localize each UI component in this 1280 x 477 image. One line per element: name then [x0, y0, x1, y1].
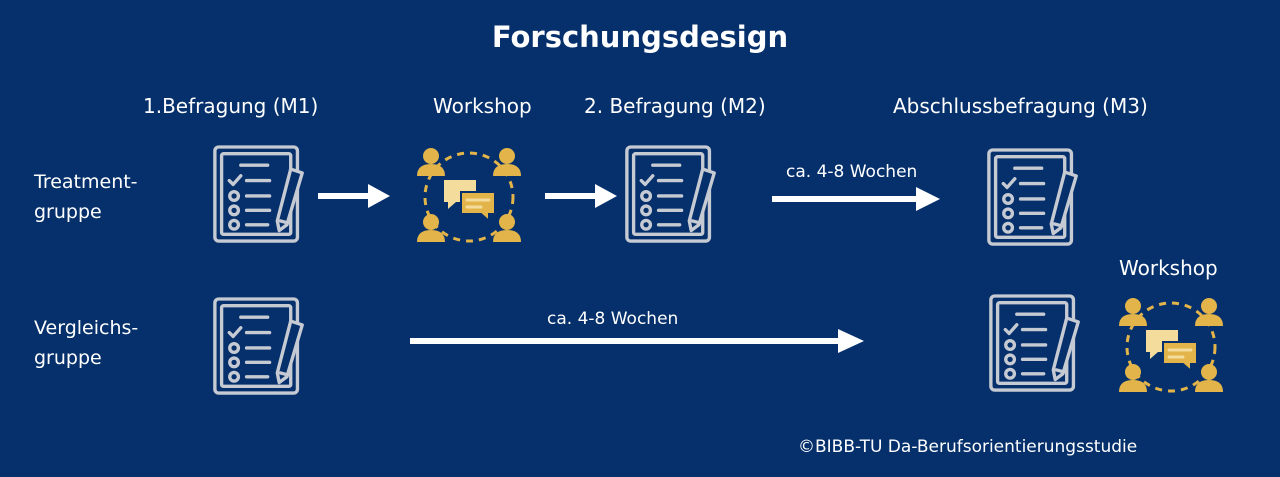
row-label-comparison-line1: Vergleichs-: [34, 317, 139, 339]
column-label-m1: 1.Befragung (M1): [143, 94, 319, 118]
duration-label-comparison: ca. 4-8 Wochen: [547, 309, 679, 329]
copyright-notice: ©BIBB-TU Da-Berufsorientierungsstudie: [798, 437, 1138, 457]
long-arrow-icon: [410, 329, 864, 353]
survey-m3-comparison-icon: [988, 292, 1084, 396]
row-label-treatment-line1: Treatment-: [34, 171, 138, 193]
workshop-comparison-icon: [1110, 292, 1232, 402]
survey-m1-treatment-icon: [212, 143, 308, 247]
workshop-label-comparison: Workshop: [1119, 256, 1218, 280]
diagram-title: Forschungsdesign: [491, 20, 789, 54]
duration-label-treatment: ca. 4-8 Wochen: [786, 162, 918, 182]
column-label-workshop: Workshop: [433, 94, 532, 118]
long-arrow-icon: [772, 187, 940, 211]
arrow-icon: [318, 184, 390, 208]
workshop-treatment-icon: [408, 142, 530, 252]
survey-m1-comparison-icon: [212, 295, 308, 399]
row-label-treatment-line2: gruppe: [34, 201, 102, 223]
column-label-m3: Abschlussbefragung (M3): [893, 94, 1148, 118]
survey-m3-treatment-icon: [986, 146, 1082, 250]
row-label-comparison-line2: gruppe: [34, 347, 102, 369]
survey-m2-treatment-icon: [624, 143, 720, 247]
arrow-icon: [545, 184, 617, 208]
column-label-m2: 2. Befragung (M2): [584, 94, 766, 118]
